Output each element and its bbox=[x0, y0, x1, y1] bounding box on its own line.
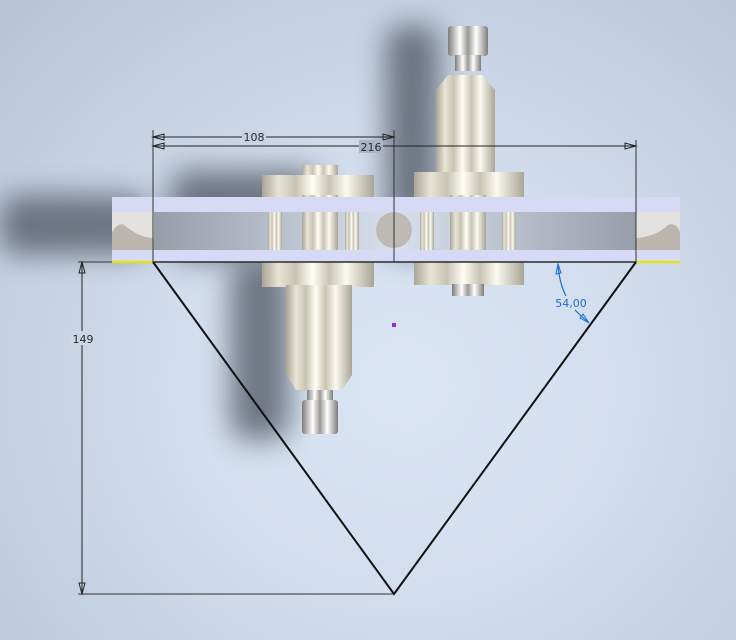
dimension-angle[interactable]: 54,00 bbox=[555, 262, 590, 324]
dimension-angle-value[interactable]: 54,00 bbox=[555, 297, 587, 310]
plate-endcap-left-profile bbox=[112, 224, 154, 250]
sketch-v-profile[interactable] bbox=[152, 261, 637, 596]
dimension-149[interactable]: 149 bbox=[70, 260, 96, 596]
sketch-geometry[interactable] bbox=[78, 130, 680, 596]
arrowhead-icon bbox=[151, 142, 165, 150]
arrowhead-icon bbox=[382, 133, 396, 141]
arrowhead-icon bbox=[78, 582, 86, 596]
dimension-108-value[interactable]: 108 bbox=[244, 131, 265, 144]
dimension-216-value[interactable]: 216 bbox=[361, 141, 382, 154]
arrowhead-icon bbox=[624, 142, 638, 150]
dimension-216[interactable]: 216 bbox=[151, 140, 638, 154]
dimension-108[interactable]: 108 bbox=[151, 130, 396, 144]
plate-rail-bottom bbox=[112, 250, 680, 262]
sketch-center-point[interactable] bbox=[392, 323, 396, 327]
arrowhead-icon bbox=[151, 133, 165, 141]
angle-arrowhead-icon bbox=[579, 313, 590, 324]
dimension-149-value[interactable]: 149 bbox=[73, 333, 94, 346]
angle-arrowhead-icon bbox=[555, 262, 562, 275]
plate-rail-top bbox=[112, 197, 680, 212]
plate-endcap-right-profile bbox=[636, 224, 680, 250]
arrowhead-icon bbox=[78, 260, 86, 274]
lower-standoff-assembly[interactable] bbox=[262, 165, 374, 434]
